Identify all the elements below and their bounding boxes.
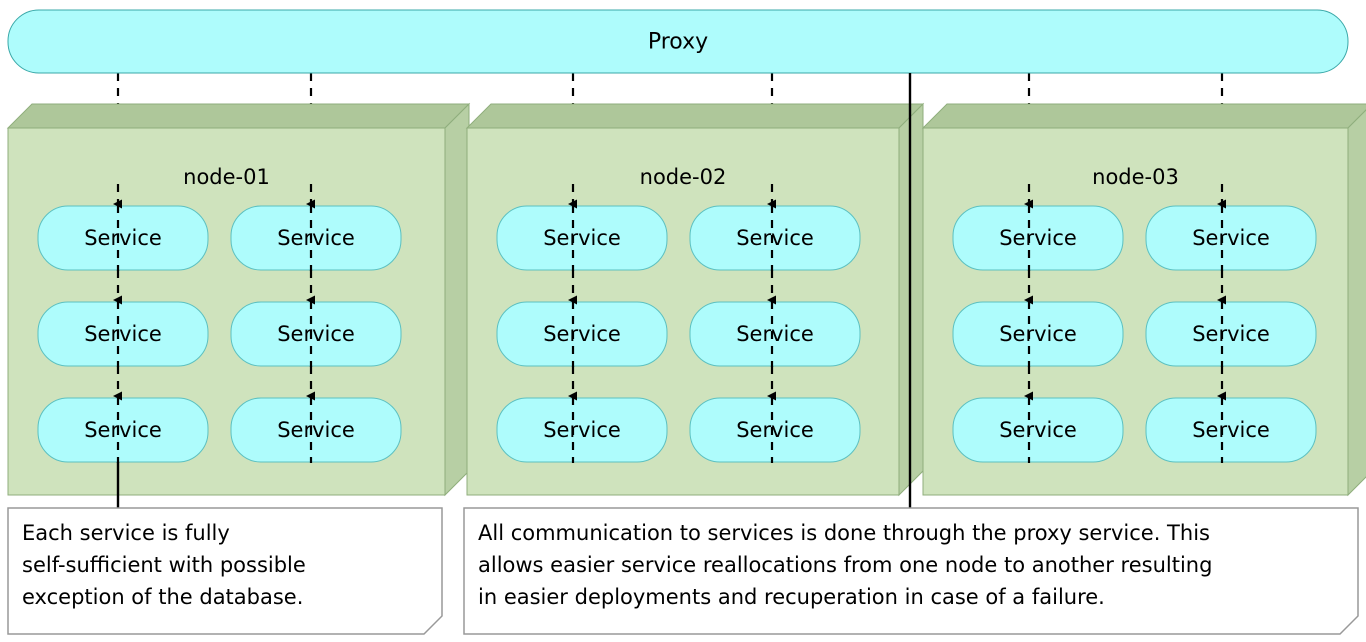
proxy-label: Proxy [648,30,708,55]
node-box-top-face [465,103,925,129]
service-label: Service [277,322,355,346]
service-box[interactable] [952,205,1124,271]
service-label: Service [736,322,814,346]
proxy-box[interactable] [7,9,1349,74]
service-box[interactable] [496,301,668,367]
node-box-top-face [921,103,1366,129]
note-box[interactable] [463,507,1359,635]
note-text-line: in easier deployments and recuperation i… [478,585,1105,609]
note-text-line: self-sufficient with possible [22,553,306,577]
service-box[interactable] [37,301,209,367]
service-label: Service [999,322,1077,346]
node-3-label: node-03 [1092,165,1179,189]
service-label: Service [543,418,621,442]
note-text-line: exception of the database. [22,585,303,609]
service-box[interactable] [496,205,668,271]
node-box-side-face [1347,109,1366,497]
note-text-line: allows easier service reallocations from… [478,553,1212,577]
service-label: Service [277,418,355,442]
service-label: Service [277,226,355,250]
service-label: Service [1192,322,1270,346]
note-layer: Each service is fully self-sufficient wit… [7,73,1359,635]
service-box[interactable] [1145,301,1317,367]
note-text-line: All communication to services is done th… [478,521,1210,545]
service-label: Service [84,322,162,346]
service-label: Service [84,418,162,442]
note-text-line: Each service is fully [22,521,230,545]
service-label: Service [736,226,814,250]
service-label: Service [84,226,162,250]
service-box[interactable] [496,397,668,463]
service-box[interactable] [37,397,209,463]
service-box[interactable] [230,205,402,271]
service-label: Service [1192,226,1270,250]
service-box[interactable] [230,301,402,367]
service-box[interactable] [37,205,209,271]
node-box-top-face [6,103,471,129]
node-2-label: node-02 [640,165,727,189]
service-label: Service [543,322,621,346]
service-label: Service [736,418,814,442]
service-label: Service [999,226,1077,250]
node-box-side-face [444,102,470,497]
node-1-label: node-01 [183,165,270,189]
note-box[interactable] [7,507,443,635]
service-label: Service [1192,418,1270,442]
proxy-layer: Proxy [7,9,1349,74]
service-box[interactable] [1145,205,1317,271]
service-label: Service [999,418,1077,442]
service-label: Service [543,226,621,250]
service-box[interactable] [952,301,1124,367]
service-box[interactable] [952,397,1124,463]
service-box[interactable] [230,397,402,463]
service-box[interactable] [1145,397,1317,463]
